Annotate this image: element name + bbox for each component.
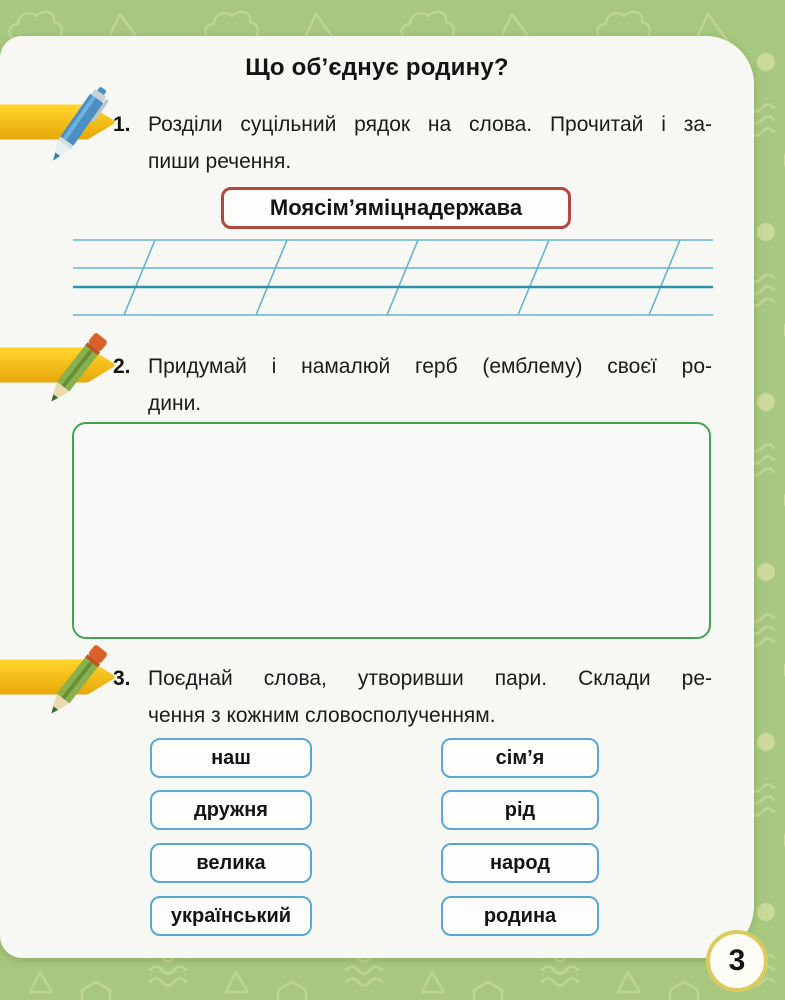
task3-instruction-line2: чення з кожним словосполученням. (148, 704, 496, 727)
task2-instruction-line2: дини. (148, 392, 202, 415)
task1-instruction-line1: Розділи суцільний рядок на слова. Прочит… (148, 113, 712, 136)
pencil-icon (51, 333, 107, 402)
task3-instruction: Поєднай слова, утворивши пари. Склади ре… (148, 660, 712, 734)
match-word-left-2[interactable]: дружня (150, 790, 312, 830)
match-word-left-1[interactable]: наш (150, 738, 312, 778)
match-word-right-1[interactable]: сім’я (441, 738, 599, 778)
task1-answer-box: Моясім’яміцнадержава (221, 187, 571, 229)
task1-instruction-line2: пиши речення. (148, 150, 292, 173)
handwriting-lines[interactable] (70, 235, 718, 320)
task1-number: 1. (113, 113, 131, 136)
pen-icon (53, 87, 109, 161)
task2-instruction: Придумай і намалюй герб (емблему) своєї … (148, 348, 712, 422)
emblem-drawing-box[interactable] (72, 422, 711, 639)
match-word-right-4[interactable]: родина (441, 896, 599, 936)
match-word-right-3[interactable]: народ (441, 843, 599, 883)
match-word-left-4[interactable]: український (150, 896, 312, 936)
match-word-left-3[interactable]: велика (150, 843, 312, 883)
worksheet-page: Що об’єднує родину? 1. Розділи суцільний… (0, 36, 754, 958)
task1-instruction: Розділи суцільний рядок на слова. Прочит… (148, 106, 712, 180)
page-number-badge: 3 (706, 930, 768, 992)
task3-instruction-line1: Поєднай слова, утворивши пари. Склади ре… (148, 667, 712, 690)
match-word-right-2[interactable]: рід (441, 790, 599, 830)
page-title: Що об’єднує родину? (245, 54, 509, 81)
task2-instruction-line1: Придумай і намалюй герб (емблему) своєї … (148, 355, 712, 378)
task2-number: 2. (113, 355, 131, 378)
task3-number: 3. (113, 667, 131, 690)
pencil-icon (51, 645, 107, 714)
